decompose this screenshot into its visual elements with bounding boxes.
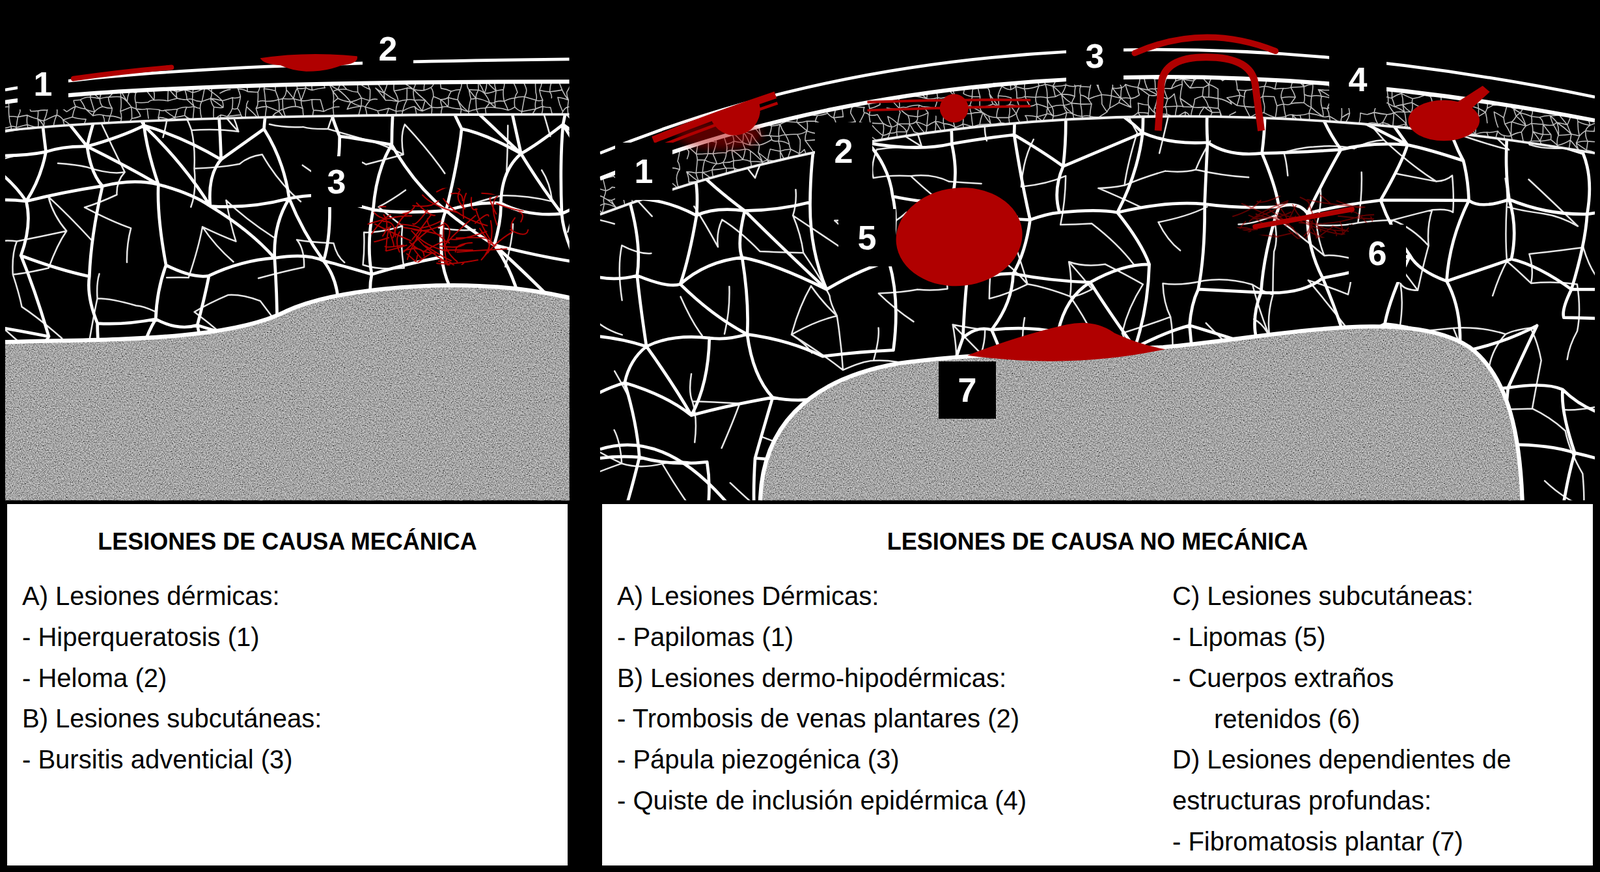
right-panel bbox=[600, 5, 1595, 500]
septa-line bbox=[600, 5, 1595, 500]
category-heading: B) Lesiones subcutáneas: bbox=[22, 697, 543, 739]
list-item: - Heloma (2) bbox=[22, 657, 543, 699]
dermis-line bbox=[5, 68, 570, 150]
fat-septa bbox=[600, 5, 1595, 500]
piezogenic-papule bbox=[1158, 57, 1261, 131]
category-heading: A) Lesiones dérmicas: bbox=[22, 575, 543, 617]
callout-number: 5 bbox=[838, 208, 896, 267]
category-heading: A) Lesiones Dérmicas: bbox=[617, 575, 1158, 617]
plantar-fibromatosis bbox=[967, 322, 1166, 362]
foreign-body bbox=[1255, 208, 1352, 227]
piezogenic-papule bbox=[1134, 37, 1276, 53]
dermis-line bbox=[5, 114, 570, 131]
lipoma bbox=[891, 181, 1028, 293]
category-heading: B) Lesiones dermo-hipodérmicas: bbox=[617, 657, 1158, 699]
callout-number: 2 bbox=[814, 122, 873, 180]
list-item: - Cuerpos extraños retenidos (6) bbox=[1172, 657, 1498, 740]
hyperkeratosis bbox=[73, 67, 172, 79]
callout-number: 1 bbox=[17, 58, 69, 110]
callout-number: 4 bbox=[1329, 50, 1387, 109]
panel-heading: LESIONES DE CAUSA NO MECÁNICA bbox=[602, 520, 1593, 562]
bone-outline bbox=[600, 444, 727, 500]
list-item: - Bursitis adventicial (3) bbox=[22, 738, 543, 780]
thrombus bbox=[939, 93, 969, 123]
dermis-texture bbox=[5, 68, 570, 150]
left-panel bbox=[5, 5, 570, 500]
callout-number: 3 bbox=[1066, 27, 1124, 85]
category-heading: D) Lesiones dependientes de estructuras … bbox=[1172, 738, 1550, 821]
callout-number: 7 bbox=[938, 361, 996, 419]
list-item: - Pápula piezogénica (3) bbox=[617, 738, 1158, 780]
inclusion-cyst bbox=[1450, 85, 1490, 113]
callout-number: 1 bbox=[615, 142, 673, 200]
heloma bbox=[260, 54, 358, 72]
list-item: - Lipomas (5) bbox=[1172, 616, 1498, 658]
bone bbox=[600, 5, 1595, 500]
papilloma bbox=[652, 95, 776, 140]
callout-number: 3 bbox=[311, 156, 362, 207]
panel-heading: LESIONES DE CAUSA MECÁNICA bbox=[7, 520, 568, 562]
bursitis-fibers bbox=[359, 186, 545, 290]
papilloma bbox=[654, 102, 778, 148]
bone bbox=[5, 5, 570, 500]
dermis-line bbox=[600, 5, 1595, 228]
epidermis-line bbox=[5, 81, 570, 102]
list-item: - Fibromatosis plantar (7) bbox=[1172, 820, 1498, 862]
text-panel: LESIONES DE CAUSA MECÁNICA A) Lesiones dé… bbox=[5, 501, 570, 868]
text-panel: LESIONES DE CAUSA NO MECÁNICA A) Lesiones… bbox=[600, 501, 1595, 868]
dermis-texture bbox=[600, 5, 1595, 228]
bone-outline bbox=[5, 285, 570, 342]
callout-number: 2 bbox=[362, 23, 414, 75]
bursitis bbox=[359, 186, 545, 290]
list-item: - Papilomas (1) bbox=[617, 616, 1158, 658]
epidermis-line bbox=[600, 76, 1595, 179]
list-item: - Hiperqueratosis (1) bbox=[22, 616, 543, 658]
papilloma bbox=[712, 102, 758, 133]
list-item: - Quiste de inclusión epidérmica (4) bbox=[617, 779, 1158, 821]
list-item: - Trombosis de venas plantares (2) bbox=[617, 697, 1158, 739]
callout-number: 6 bbox=[1348, 224, 1407, 282]
category-heading: C) Lesiones subcutáneas: bbox=[1172, 575, 1550, 617]
